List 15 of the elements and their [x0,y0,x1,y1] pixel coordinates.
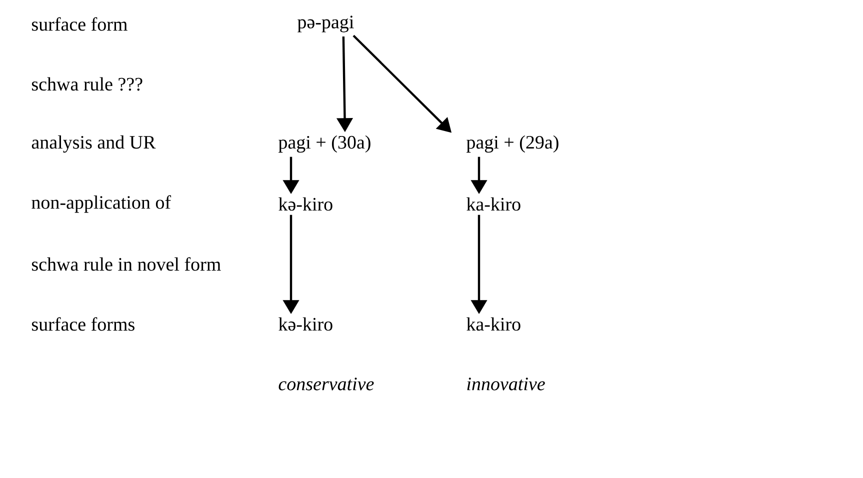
row-label: surface form [32,17,128,31]
row-label: non-application of [32,195,172,213]
variant-label: conservative [278,378,374,390]
row-label: schwa rule ??? [32,77,142,91]
form-text: pagi + (29a) [466,135,558,153]
form-text: ka-kiro [466,317,520,331]
form-text: ka-kiro [466,197,520,211]
form-text: kə-kiro [278,197,332,211]
form-text: pagi + (30a) [278,135,370,153]
row-label: surface forms [32,317,134,331]
form-text: kə-kiro [278,317,332,331]
form-text: pə-pagi [298,16,354,32]
row-label: schwa rule in novel form [32,257,221,271]
variant-label: innovative [467,378,545,390]
row-label: analysis and UR [32,135,156,153]
